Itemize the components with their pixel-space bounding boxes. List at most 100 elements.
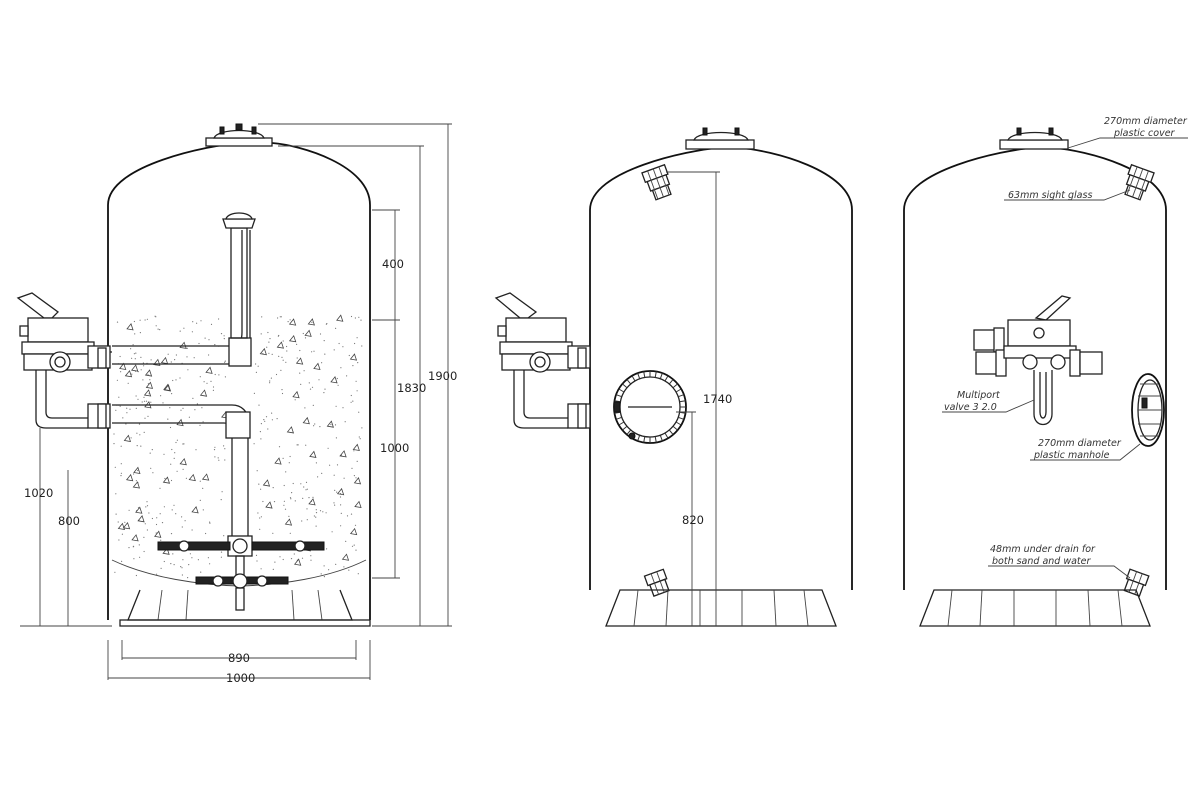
sand-dot: [255, 363, 257, 365]
sand-dot: [150, 359, 152, 361]
sand-dot: [344, 421, 346, 423]
sand-dot: [361, 345, 363, 347]
sand-dot: [143, 396, 145, 398]
multiport-valve-section[interactable]: [16, 292, 112, 429]
sand-dot: [336, 464, 339, 466]
gravel-mark: [162, 547, 170, 555]
gravel-mark: [117, 522, 126, 531]
sand-dot: [160, 539, 162, 541]
gravel-mark: [162, 476, 171, 484]
sand-dot: [325, 512, 327, 514]
sand-dot: [315, 516, 317, 518]
sand-dot: [354, 524, 357, 526]
sand-dot: [339, 496, 342, 498]
sand-dot: [127, 382, 129, 384]
sand-dot: [354, 342, 356, 345]
manhole-bolt-tick: [664, 432, 669, 439]
front-view: 1740 820: [494, 127, 853, 627]
sand-dot: [182, 559, 184, 561]
sand-dot: [214, 373, 216, 376]
sand-dot: [199, 499, 201, 501]
sand-dot: [200, 320, 202, 322]
sand-dot: [183, 327, 185, 329]
sand-dot: [140, 445, 142, 447]
gravel-mark: [124, 369, 133, 378]
sand-dot: [167, 353, 169, 355]
sand-dot: [131, 373, 133, 375]
sand-dot: [282, 457, 284, 459]
sand-dot: [174, 359, 176, 361]
sand-dot: [360, 319, 362, 321]
sand-dot: [159, 513, 161, 515]
sand-dot: [142, 362, 144, 364]
sand-dot: [350, 315, 353, 318]
gravel-mark: [293, 558, 302, 566]
sand-dot: [273, 501, 276, 503]
sand-dot: [324, 388, 326, 390]
sand-dot: [146, 318, 148, 320]
sand-dot: [348, 354, 350, 357]
sand-dot: [136, 432, 138, 434]
manhole-bolt-tick: [643, 436, 646, 443]
sand-dot: [119, 405, 121, 407]
sand-dot: [146, 529, 148, 531]
sand-dot: [266, 346, 268, 348]
sand-dot: [198, 342, 200, 345]
sand-dot: [132, 546, 134, 548]
tank-shell: [589, 147, 853, 590]
sand-dot: [156, 517, 158, 519]
sand-dot: [282, 340, 284, 342]
sand-dot: [333, 502, 335, 504]
sand-dot: [317, 476, 319, 478]
manhole-bolt-tick: [654, 436, 657, 443]
sand-dot: [182, 407, 184, 409]
sand-dot: [148, 512, 150, 514]
sand-dot: [223, 535, 225, 537]
gravel-mark: [131, 364, 139, 372]
sand-dot: [355, 477, 357, 479]
note-manhole-line2: plastic manhole: [1033, 450, 1110, 461]
sand-dot: [352, 400, 354, 402]
sand-dot: [334, 489, 336, 491]
sand-dot: [260, 423, 262, 425]
sand-dot: [315, 462, 317, 464]
sand-dot: [274, 561, 276, 563]
sand-dot: [271, 419, 273, 421]
sand-dot: [356, 390, 358, 392]
sand-dot: [282, 359, 284, 361]
sand-dot: [220, 551, 223, 553]
sand-dot: [188, 564, 190, 566]
sand-dot: [353, 475, 355, 477]
sand-dot: [220, 499, 222, 501]
sand-dot: [256, 470, 258, 472]
sand-dot: [290, 558, 293, 560]
sand-dot: [267, 428, 269, 430]
sand-dot: [224, 376, 226, 378]
sight-glass: [641, 163, 672, 201]
sand-dot: [224, 361, 226, 363]
note-drain-line1: 48mm under drain for: [990, 544, 1096, 555]
multiport-valve-front[interactable]: [494, 292, 591, 429]
gravel-mark: [122, 521, 131, 530]
sand-dot: [167, 418, 169, 420]
manhole-bolt-tick: [654, 371, 657, 378]
sand-dot: [224, 448, 226, 450]
multiport-valve-side[interactable]: [973, 295, 1103, 426]
sand-dot: [114, 466, 116, 468]
sand-dot: [303, 370, 305, 372]
sand-dot: [115, 409, 117, 411]
sand-dot: [345, 540, 347, 543]
gravel-mark: [330, 376, 338, 384]
gravel-mark: [284, 518, 293, 526]
sand-dot: [288, 515, 290, 518]
sand-dot: [354, 317, 356, 319]
top-cover-fitting: [205, 123, 273, 147]
sand-dot: [303, 486, 305, 488]
gravel-mark: [125, 473, 134, 482]
sand-dot: [285, 471, 287, 473]
sand-dot: [218, 459, 220, 461]
gravel-mark: [326, 420, 334, 428]
sand-dot: [189, 553, 191, 555]
gravel-mark: [145, 381, 154, 389]
sand-dot: [135, 480, 137, 482]
